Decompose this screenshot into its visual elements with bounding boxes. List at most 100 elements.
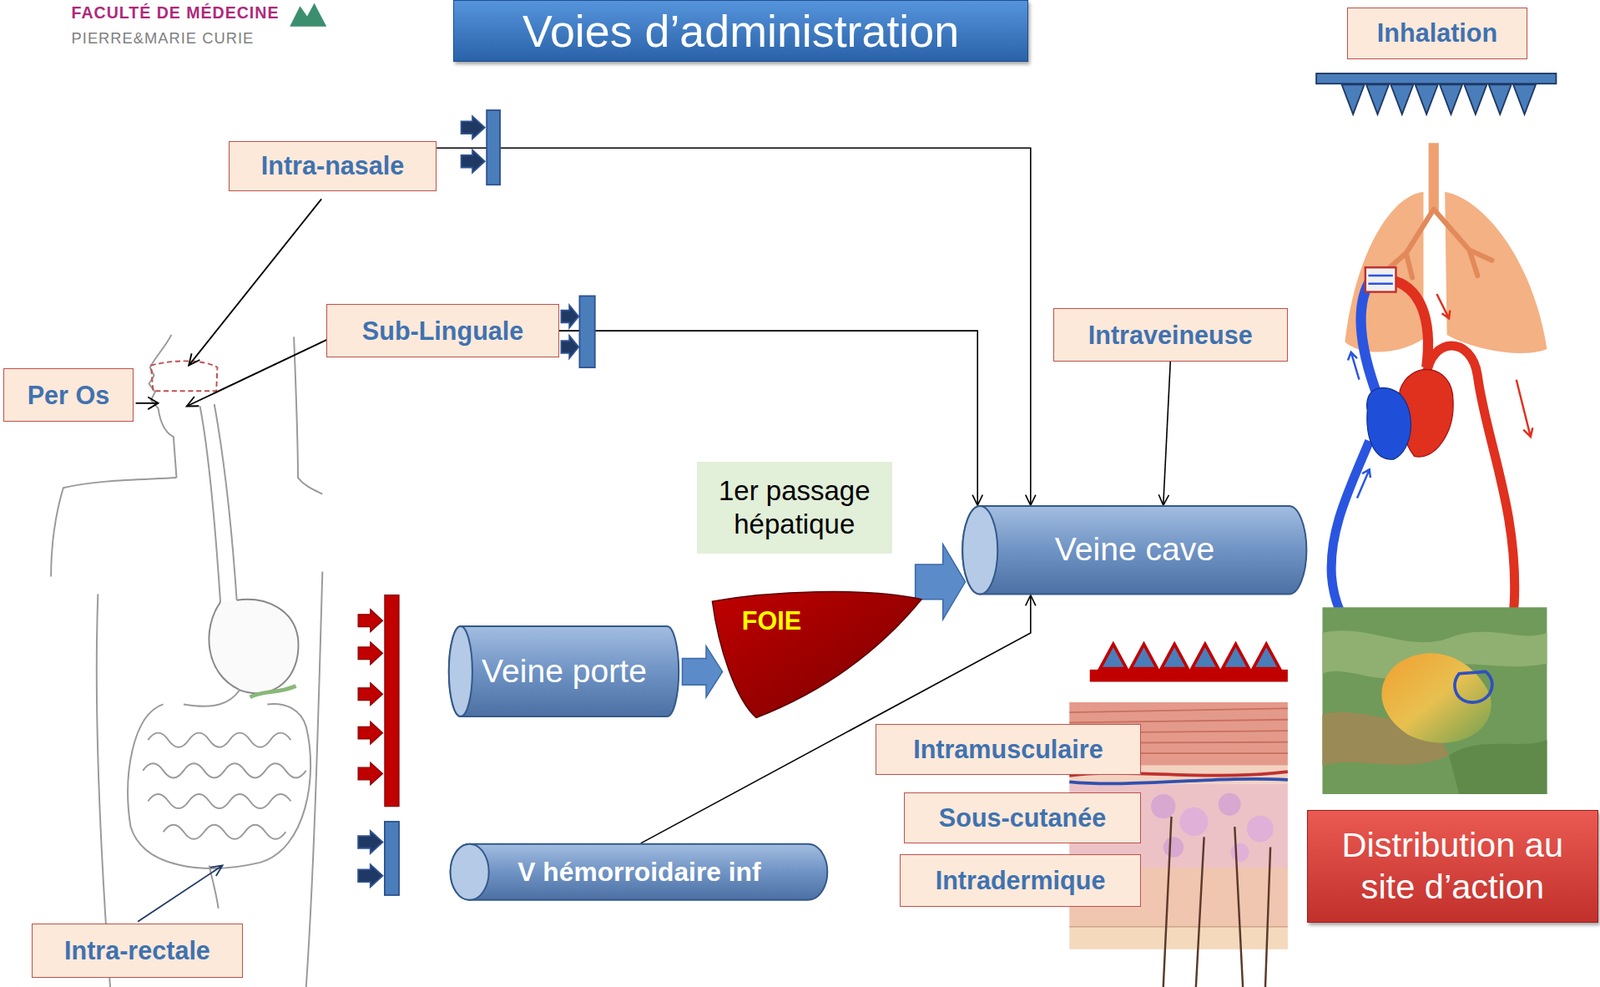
body-outline bbox=[50, 477, 177, 577]
intestinal-membrane bbox=[358, 641, 383, 665]
skin-layers bbox=[1069, 778, 1288, 784]
title-banner: Voies d’administration bbox=[453, 0, 1028, 62]
injection-membrane bbox=[1130, 643, 1158, 668]
inhalation-membrane bbox=[1439, 84, 1463, 114]
university-logo bbox=[289, 3, 327, 27]
logo-text: PIERRE&MARIE CURIE bbox=[71, 29, 255, 48]
intestinal-membrane bbox=[358, 609, 383, 632]
node-text: Veine porte bbox=[481, 651, 647, 692]
heart-lungs bbox=[1389, 209, 1492, 278]
skin-layers bbox=[1069, 926, 1288, 949]
leader-lines bbox=[210, 865, 223, 876]
node-text: Distribution au site d’action bbox=[1327, 823, 1579, 908]
injection-membrane bbox=[1222, 643, 1250, 668]
cylinder-body bbox=[450, 843, 828, 900]
skin-layers bbox=[1246, 815, 1274, 843]
vessel-cylinder: Veine porte bbox=[446, 625, 682, 717]
body-outline bbox=[163, 824, 287, 839]
tissue bbox=[1322, 606, 1547, 794]
cylinder-body bbox=[962, 505, 1307, 594]
skin-layers bbox=[1179, 807, 1208, 836]
skin-layers bbox=[1069, 925, 1288, 927]
heart-lungs bbox=[1436, 293, 1450, 318]
membrane-symbol bbox=[560, 304, 579, 328]
leader-lines bbox=[186, 396, 200, 406]
inhalation-membrane bbox=[1342, 84, 1365, 114]
body-outline bbox=[250, 685, 297, 697]
tissue bbox=[1381, 652, 1491, 742]
body-outline bbox=[293, 336, 323, 494]
heart-lungs bbox=[1516, 379, 1534, 437]
route-label: Per Os bbox=[3, 368, 134, 422]
body-outline bbox=[183, 689, 240, 706]
node-text: 1er passage hépatique bbox=[711, 474, 878, 541]
node-text: Veine cave bbox=[1054, 529, 1215, 570]
node-text: Sub-Linguale bbox=[362, 315, 524, 347]
skin-layers bbox=[1230, 842, 1249, 862]
liver-shape: FOIE bbox=[710, 586, 924, 720]
body-outline bbox=[142, 762, 307, 778]
membrane-symbol bbox=[579, 295, 595, 368]
body-outline bbox=[214, 403, 238, 601]
connector bbox=[682, 646, 723, 697]
tissue bbox=[1448, 739, 1547, 794]
inhalation-membrane bbox=[1463, 84, 1487, 114]
connector bbox=[1158, 361, 1171, 505]
body-outline bbox=[306, 571, 324, 987]
intestinal-membrane bbox=[358, 595, 399, 807]
result-box: Distribution au site d’action bbox=[1307, 809, 1598, 924]
arrow-head bbox=[1025, 494, 1036, 506]
route-label: Sous-cutanée bbox=[903, 792, 1141, 843]
intestinal-membrane bbox=[358, 721, 383, 744]
arrow-head bbox=[972, 494, 983, 506]
note-box: 1er passage hépatique bbox=[696, 461, 893, 554]
cylinder-cap bbox=[962, 505, 998, 594]
route-label: Intramusculaire bbox=[875, 723, 1141, 775]
injection-membrane bbox=[1160, 643, 1188, 668]
leader-lines bbox=[136, 402, 159, 404]
inhalation-membrane bbox=[1390, 84, 1414, 114]
node-text: Intraveineuse bbox=[1088, 319, 1253, 351]
inhalation-membrane bbox=[1366, 84, 1389, 114]
route-label: Intra-rectale bbox=[31, 923, 243, 978]
connector-line bbox=[1163, 361, 1171, 505]
leader-lines bbox=[136, 198, 329, 921]
arrow-head bbox=[1158, 494, 1169, 505]
node-text: Per Os bbox=[27, 379, 111, 411]
membrane-symbol bbox=[358, 830, 383, 853]
node-text: Intramusculaire bbox=[913, 733, 1104, 765]
node-text: Intra-rectale bbox=[64, 934, 211, 966]
leader-lines bbox=[188, 353, 200, 365]
injection-membrane bbox=[1100, 643, 1280, 668]
arrow-head bbox=[1025, 595, 1036, 606]
node-text: Intradermique bbox=[935, 864, 1106, 896]
university-logo bbox=[289, 3, 327, 27]
injection-membrane bbox=[1191, 643, 1219, 668]
heart-lungs bbox=[1361, 281, 1378, 396]
injection-membrane bbox=[1100, 643, 1127, 668]
route-label: Inhalation bbox=[1347, 7, 1528, 60]
cylinder-cap bbox=[450, 843, 490, 900]
block-arrow bbox=[915, 544, 966, 620]
intestinal-membrane bbox=[384, 595, 399, 807]
leader-lines bbox=[137, 865, 223, 922]
tissue bbox=[1322, 606, 1547, 794]
heart-lungs bbox=[1331, 142, 1547, 686]
leader-lines bbox=[186, 338, 329, 407]
injection-membrane bbox=[1090, 643, 1288, 682]
injection-membrane bbox=[1252, 643, 1280, 668]
leader-lines bbox=[188, 198, 322, 365]
body-outline bbox=[147, 732, 291, 748]
inhalation-membrane bbox=[1415, 84, 1439, 114]
logo-text: FACULTÉ DE MÉDECINE bbox=[71, 3, 280, 23]
body-outline bbox=[151, 360, 218, 391]
leader-lines bbox=[147, 396, 158, 409]
vessel-cylinder: Veine cave bbox=[958, 504, 1311, 596]
node-text: Sous-cutanée bbox=[938, 802, 1106, 833]
skin-layers bbox=[1150, 793, 1176, 818]
skin-layers bbox=[1218, 792, 1242, 816]
body-outline bbox=[147, 793, 291, 808]
liver-body bbox=[711, 591, 922, 718]
heart-lungs bbox=[1444, 191, 1547, 354]
